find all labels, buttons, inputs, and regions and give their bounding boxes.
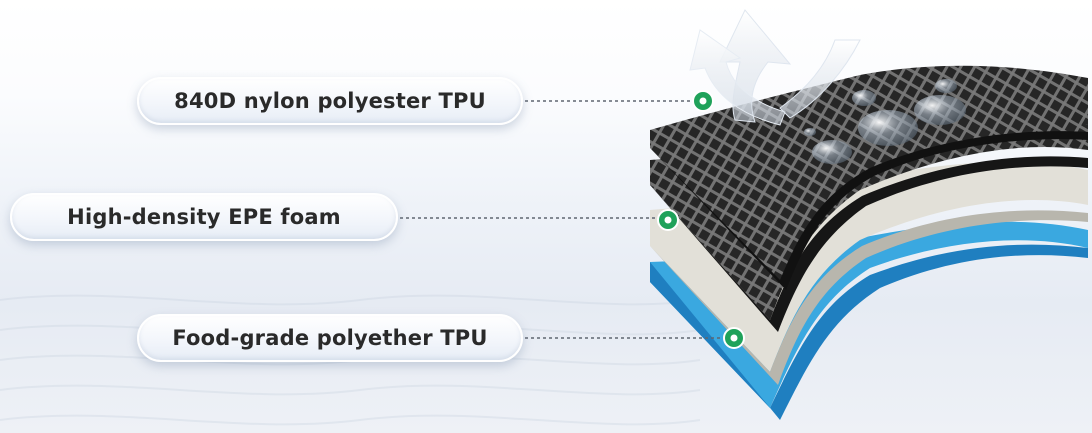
nylon-upper-layer [650, 65, 1088, 290]
label-text-bottom: Food-grade polyether TPU [172, 326, 488, 350]
label-text-top: 840D nylon polyester TPU [174, 89, 486, 113]
water-drops [804, 79, 966, 164]
marker-dot-top [692, 90, 714, 112]
marker-dot-middle [657, 209, 679, 231]
label-epe-foam: High-density EPE foam [10, 193, 398, 241]
label-text-middle: High-density EPE foam [67, 205, 341, 229]
marker-dot-bottom [723, 327, 745, 349]
breathable-arrow-icon [689, 9, 861, 126]
label-polyether-tpu: Food-grade polyether TPU [137, 314, 523, 362]
label-nylon-tpu: 840D nylon polyester TPU [137, 77, 523, 125]
